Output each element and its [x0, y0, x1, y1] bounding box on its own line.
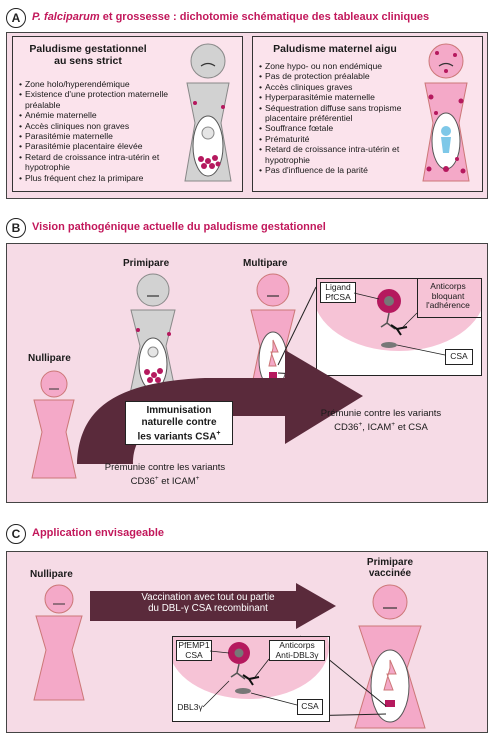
list-item: Zone hypo- ou non endémique: [259, 61, 419, 72]
list-item: Anémie maternelle: [19, 110, 184, 121]
nullipare-figure-b: [31, 370, 77, 479]
list-item: Accès cliniques graves: [259, 82, 419, 93]
section-b-title: Vision pathogénique actuelle du paludism…: [32, 221, 326, 233]
list-item: Prématurité: [259, 134, 419, 145]
label-nullipare-b: Nullipare: [28, 353, 71, 364]
list-item: Pas d'influence de la parité: [259, 165, 419, 176]
section-b-letter: B: [6, 218, 26, 238]
list-item: Zone holo/hyperendémique: [19, 79, 184, 90]
dbl3-label: DBL3γ: [177, 702, 203, 712]
list-item: Existence d'une protection maternelle pr…: [19, 89, 184, 110]
list-item: Pas de protection préalable: [259, 71, 419, 82]
list-item: Parasitémie placentaire élevée: [19, 141, 184, 152]
csa-label-b: CSA: [445, 349, 473, 365]
label-multipare: Multipare: [243, 258, 288, 269]
nullipare-figure-c: [33, 584, 85, 701]
primipare-figure: [129, 273, 177, 395]
section-a-title-rest: et grossesse : dichotomie schématique de…: [99, 11, 430, 23]
list-item: Retard de croissance intra-utérin et hyp…: [259, 144, 419, 165]
premunie-cd36-text: Prémunie contre les variants CD36+ et IC…: [104, 462, 226, 488]
grey-woman-sad-figure: [184, 43, 232, 182]
list-item: Souffrance fœtale: [259, 123, 419, 134]
pink-woman-sad-figure: [422, 43, 470, 182]
label-primipare-vaccinee: Primipare vaccinée: [366, 557, 414, 579]
card-acute-list: Zone hypo- ou non endémique Pas de prote…: [259, 61, 419, 176]
callout-lines-c: [202, 650, 298, 708]
list-item: Parasitémie maternelle: [19, 131, 184, 142]
card-acute-title: Paludisme maternel aigu: [273, 43, 397, 55]
anti-dbl3-label: Anticorps Anti-DBL3γ: [269, 640, 325, 661]
card-gestational-list: Zone holo/hyperendémique Existence d'une…: [19, 79, 184, 183]
list-item: Plus fréquent chez la primipare: [19, 173, 184, 184]
card-gestational-title: Paludisme gestationnel au sens strict: [29, 43, 147, 67]
list-item: Hyperparasitémie maternelle: [259, 92, 419, 103]
section-a-title: P. falciparum et grossesse : dichotomie …: [32, 11, 429, 23]
csa-label-c: CSA: [297, 699, 323, 715]
list-item: Accès cliniques non graves: [19, 121, 184, 132]
label-primipare: Primipare: [123, 258, 170, 269]
ligand-pfcsa-label: Ligand PfCSA: [320, 282, 356, 303]
card-gestational-malaria: Paludisme gestationnel au sens strict Zo…: [12, 36, 243, 192]
premunie-csa-text: Prémunie contre les variants CD36+, ICAM…: [320, 408, 442, 434]
card-acute-maternal-malaria: Paludisme maternel aigu Zone hypo- ou no…: [252, 36, 483, 192]
vaccinee-zoom-inset: PfEMP1 CSA Anticorps Anti-DBL3γ DBL3γ CS…: [172, 636, 330, 722]
primipare-vaccinee-figure: [354, 584, 426, 729]
antibody-box-border: [417, 279, 481, 318]
pfemp1-csa-label: PfEMP1 CSA: [176, 640, 212, 661]
callout-lines-b: [353, 292, 446, 356]
vaccination-arrow: [90, 583, 336, 629]
section-a-title-italic: P. falciparum: [32, 11, 100, 23]
section-a-letter: A: [6, 8, 26, 28]
section-c-letter: C: [6, 524, 26, 544]
section-c-title: Application envisageable: [32, 527, 165, 539]
multipare-zoom-inset: Ligand PfCSA Anticorps bloquant l'adhére…: [316, 278, 482, 376]
immunisation-box: Immunisation naturelle contre les varian…: [125, 401, 233, 445]
list-item: Séquestration diffuse sans tropisme plac…: [259, 103, 419, 124]
label-nullipare-c: Nullipare: [30, 569, 73, 580]
list-item: Retard de croissance intra-utérin et hyp…: [19, 152, 184, 173]
placenta-detail-b: [317, 279, 481, 351]
vaccination-text: Vaccination avec tout ou partie du DBL-γ…: [141, 592, 275, 614]
antibody-blocking-label: Anticorps bloquant l'adhérence: [426, 281, 470, 310]
